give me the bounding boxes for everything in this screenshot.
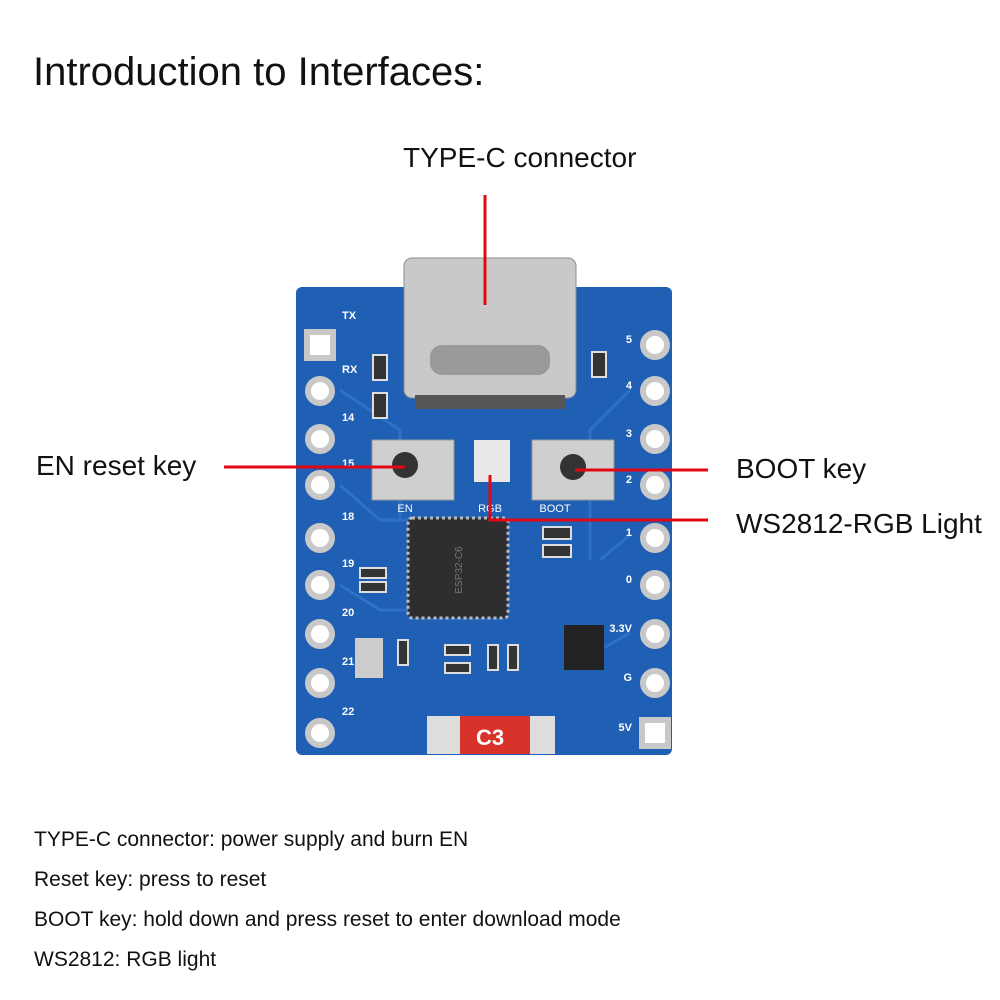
right-pin-label: 2: [626, 474, 632, 486]
right-pin-5: [640, 330, 670, 360]
right-pin-1: [640, 523, 670, 553]
left-pin-label: 21: [342, 656, 354, 668]
smd-components: [359, 351, 607, 674]
left-pin-21: [305, 668, 335, 698]
en-silkscreen: EN: [397, 503, 412, 515]
right-pin-3.3V: [640, 619, 670, 649]
right-pin-label: 1: [626, 527, 632, 539]
right-pin-5V: [639, 717, 671, 749]
right-pin-G: [640, 668, 670, 698]
note-boot: BOOT key: hold down and press reset to e…: [34, 908, 621, 931]
left-pin-15: [305, 470, 335, 500]
badge-text: C3: [476, 725, 504, 750]
left-pin-18: [305, 523, 335, 553]
left-pin-label: 18: [342, 511, 354, 523]
right-pin-label: 4: [626, 380, 633, 392]
crystal: [355, 638, 383, 678]
right-pin-2: [640, 470, 670, 500]
boot-silkscreen: BOOT: [539, 503, 570, 515]
page-title: Introduction to Interfaces:: [33, 50, 485, 94]
right-pin-label: 3.3V: [609, 623, 632, 635]
note-reset: Reset key: press to reset: [34, 868, 267, 891]
right-pin-label: 0: [626, 574, 632, 586]
rgb-led: [474, 440, 510, 482]
left-pin-RX: [305, 376, 335, 406]
left-pin-label: 20: [342, 607, 354, 619]
left-pin-14: [305, 424, 335, 454]
boot-callout-label: BOOT key: [736, 453, 867, 484]
pcb-board: EN RGB BOOT ESP32-C6 C3 TXRX141518192021…: [296, 257, 672, 755]
right-pin-0: [640, 570, 670, 600]
typec-callout-label: TYPE-C connector: [403, 142, 637, 173]
right-pin-label: 5: [626, 334, 632, 346]
right-pin-label: G: [623, 672, 632, 684]
usb-c-connector: [403, 257, 577, 409]
note-typec: TYPE-C connector: power supply and burn …: [34, 828, 469, 851]
voltage-regulator: [564, 625, 604, 670]
left-pin-TX: [304, 329, 336, 361]
chip-marking: ESP32-C6: [454, 546, 465, 594]
rgb-callout-label: WS2812-RGB Light: [736, 508, 982, 539]
left-pin-label: TX: [342, 310, 357, 322]
left-pin-19: [305, 570, 335, 600]
note-ws2812: WS2812: RGB light: [34, 948, 217, 971]
en-button[interactable]: [371, 439, 455, 501]
right-pin-label: 3: [626, 428, 632, 440]
left-pin-label: 19: [342, 558, 354, 570]
rgb-callout-line: [488, 475, 708, 522]
right-pin-4: [640, 376, 670, 406]
left-pin-20: [305, 619, 335, 649]
left-pin-label: 22: [342, 706, 354, 718]
right-pin-label: 5V: [619, 722, 633, 734]
right-pin-3: [640, 424, 670, 454]
c3-badge: C3: [427, 716, 555, 754]
en-callout-label: EN reset key: [36, 450, 197, 481]
left-pin-label: 14: [342, 412, 355, 424]
left-pin-22: [305, 718, 335, 748]
esp32-chip: ESP32-C6: [406, 516, 510, 620]
left-pin-label: RX: [342, 364, 358, 376]
